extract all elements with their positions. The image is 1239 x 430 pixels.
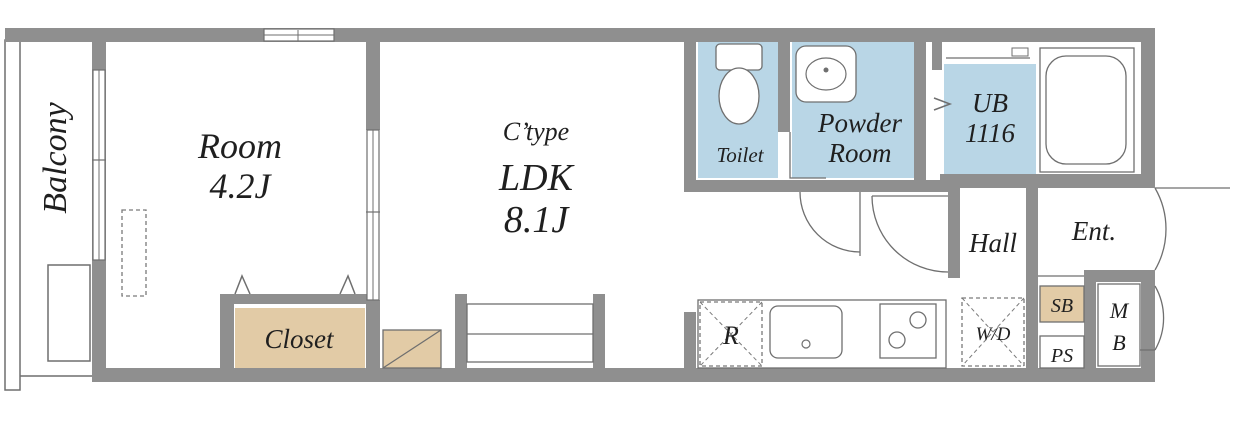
meter-box-label-line2: B <box>1112 330 1125 355</box>
aircon-outline <box>121 209 147 297</box>
washbasin <box>795 45 857 103</box>
windows <box>92 28 380 301</box>
wet-fixtures <box>715 43 1135 173</box>
room-size-label: 4.2J <box>210 166 273 206</box>
meter-box-label-line1: M <box>1109 298 1130 323</box>
unit-bath-fill <box>944 64 1036 174</box>
balcony-area <box>4 39 92 391</box>
refrigerator-space <box>699 301 763 367</box>
unit-bath-label-line1: UB <box>972 88 1008 118</box>
shoe-box-fill <box>1040 286 1084 322</box>
kitchen <box>697 299 947 369</box>
ldk-size-label: 8.1J <box>504 199 571 241</box>
powder-room-label-line2: Room <box>828 138 892 168</box>
hall-label: Hall <box>968 228 1017 258</box>
kitchen-sink <box>769 305 843 359</box>
entrance-label: Ent. <box>1071 216 1116 246</box>
pipe-space-label: PS <box>1050 345 1073 367</box>
unit-bath-label-line2: 1116 <box>965 118 1015 148</box>
closet-label: Closet <box>264 324 335 354</box>
room-name-label: Room <box>197 126 282 166</box>
fixtures <box>121 209 594 369</box>
ldk-name-label: LDK <box>498 157 575 199</box>
toilet-bowl <box>718 67 760 125</box>
washer-label: W/D <box>976 324 1011 345</box>
closet-fill <box>235 308 365 368</box>
labels: Balcony Room 4.2J C’type LDK 8.1J Closet… <box>37 88 1130 367</box>
balcony-label: Balcony <box>37 101 74 213</box>
ldk-type-label: C’type <box>503 117 569 146</box>
refrigerator-label: R <box>722 321 739 350</box>
stove <box>879 303 937 359</box>
washer-space <box>961 297 1025 367</box>
utilities <box>961 275 1141 369</box>
powder-room-label-line1: Powder <box>817 108 902 138</box>
toilet-label: Toilet <box>716 143 764 167</box>
bathtub <box>1045 55 1127 165</box>
doors <box>789 132 1230 351</box>
shoe-box-label: SB <box>1051 295 1073 317</box>
